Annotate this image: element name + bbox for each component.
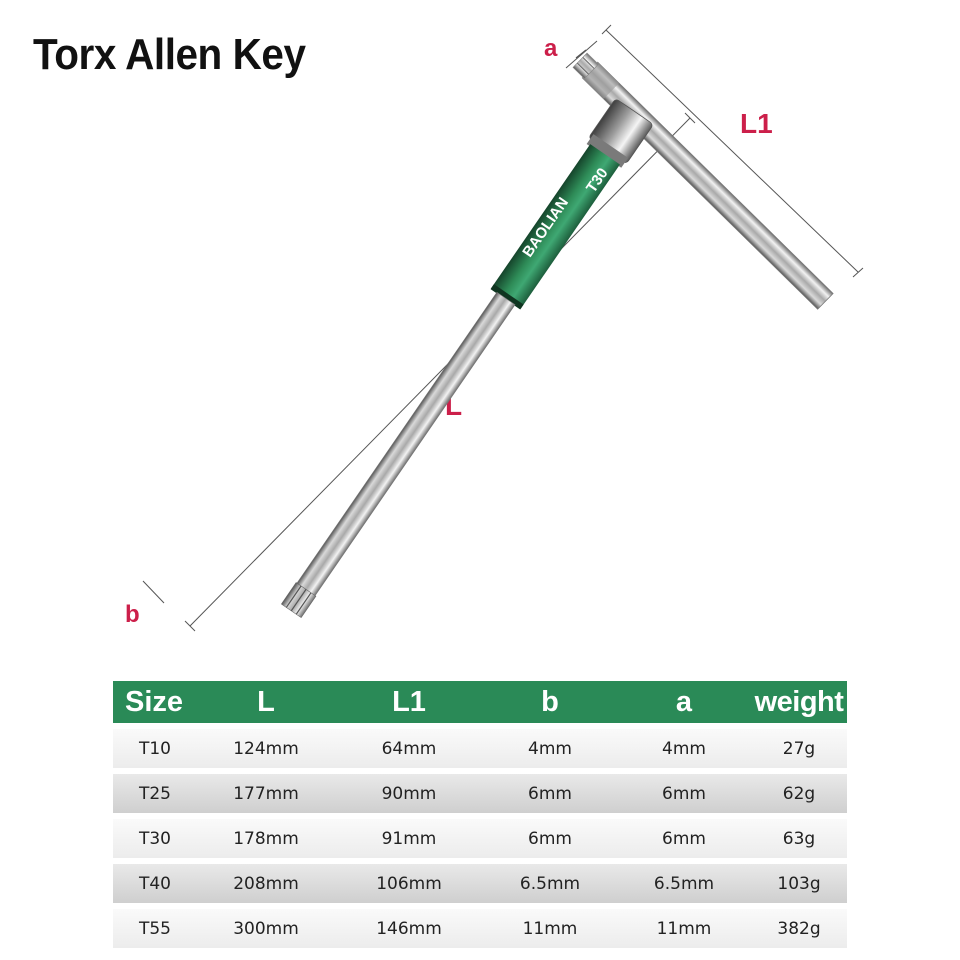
table-row: T10 124mm 64mm 4mm 4mm 27g	[113, 729, 847, 768]
header-weight: weight	[754, 685, 844, 718]
spec-table: Size L L1 b a weight T10 124mm 64mm 4mm …	[113, 681, 847, 948]
spec-table-header: Size L L1 b a weight	[113, 681, 847, 723]
header-l1: L1	[392, 685, 426, 718]
cell-l: 178mm	[233, 828, 299, 849]
header-l: L	[257, 685, 275, 718]
dimension-label-b: b	[125, 601, 140, 628]
dimension-l: L	[184, 112, 696, 632]
dimension-label-a: a	[544, 35, 558, 62]
t-bar-crossbar	[572, 52, 834, 310]
page-title: Torx Allen Key	[33, 30, 306, 79]
table-row: T30 178mm 91mm 6mm 6mm 63g	[113, 819, 847, 858]
cell-a: 11mm	[656, 918, 712, 939]
cell-b: 6mm	[528, 828, 572, 849]
header-a: a	[675, 685, 693, 718]
cell-l: 124mm	[233, 738, 299, 759]
cell-size: T40	[138, 873, 172, 894]
main-shaft: BAOLIAN T30	[280, 99, 653, 619]
cell-size: T30	[138, 828, 172, 849]
cell-weight: 103g	[777, 873, 821, 894]
cell-l1: 64mm	[381, 738, 437, 759]
cell-b: 4mm	[528, 738, 572, 759]
cell-weight: 62g	[782, 783, 816, 804]
table-row: T40 208mm 106mm 6.5mm 6.5mm 103g	[113, 864, 847, 903]
cell-size: T25	[138, 783, 172, 804]
cell-weight: 382g	[777, 918, 821, 939]
torx-key-diagram: a L1 L b	[125, 24, 864, 632]
cell-a: 6mm	[662, 783, 706, 804]
cell-l: 208mm	[233, 873, 299, 894]
cell-size: T55	[138, 918, 172, 939]
cell-weight: 27g	[782, 738, 816, 759]
dimension-a: a	[544, 35, 598, 69]
dimension-label-l1: L1	[740, 108, 773, 139]
cell-weight: 63g	[782, 828, 816, 849]
cell-a: 4mm	[662, 738, 706, 759]
green-handle	[491, 144, 620, 309]
dimension-l1: L1	[601, 24, 864, 278]
header-b: b	[541, 685, 559, 718]
cell-l1: 106mm	[376, 873, 442, 894]
cell-l1: 90mm	[381, 783, 437, 804]
crossbar-torx-tip	[572, 52, 599, 79]
cell-size: T10	[138, 738, 172, 759]
cell-b: 6mm	[528, 783, 572, 804]
cell-b: 11mm	[522, 918, 578, 939]
shaft-torx-tip	[280, 582, 317, 619]
cell-l1: 91mm	[381, 828, 437, 849]
table-row: T25 177mm 90mm 6mm 6mm 62g	[113, 774, 847, 813]
header-size: Size	[125, 685, 184, 718]
dimension-b: b	[125, 580, 165, 628]
cell-a: 6.5mm	[653, 873, 715, 894]
table-row: T55 300mm 146mm 11mm 11mm 382g	[113, 909, 847, 948]
cell-l: 300mm	[233, 918, 299, 939]
cell-b: 6.5mm	[519, 873, 581, 894]
cell-l1: 146mm	[376, 918, 442, 939]
cell-l: 177mm	[233, 783, 299, 804]
cell-a: 6mm	[662, 828, 706, 849]
